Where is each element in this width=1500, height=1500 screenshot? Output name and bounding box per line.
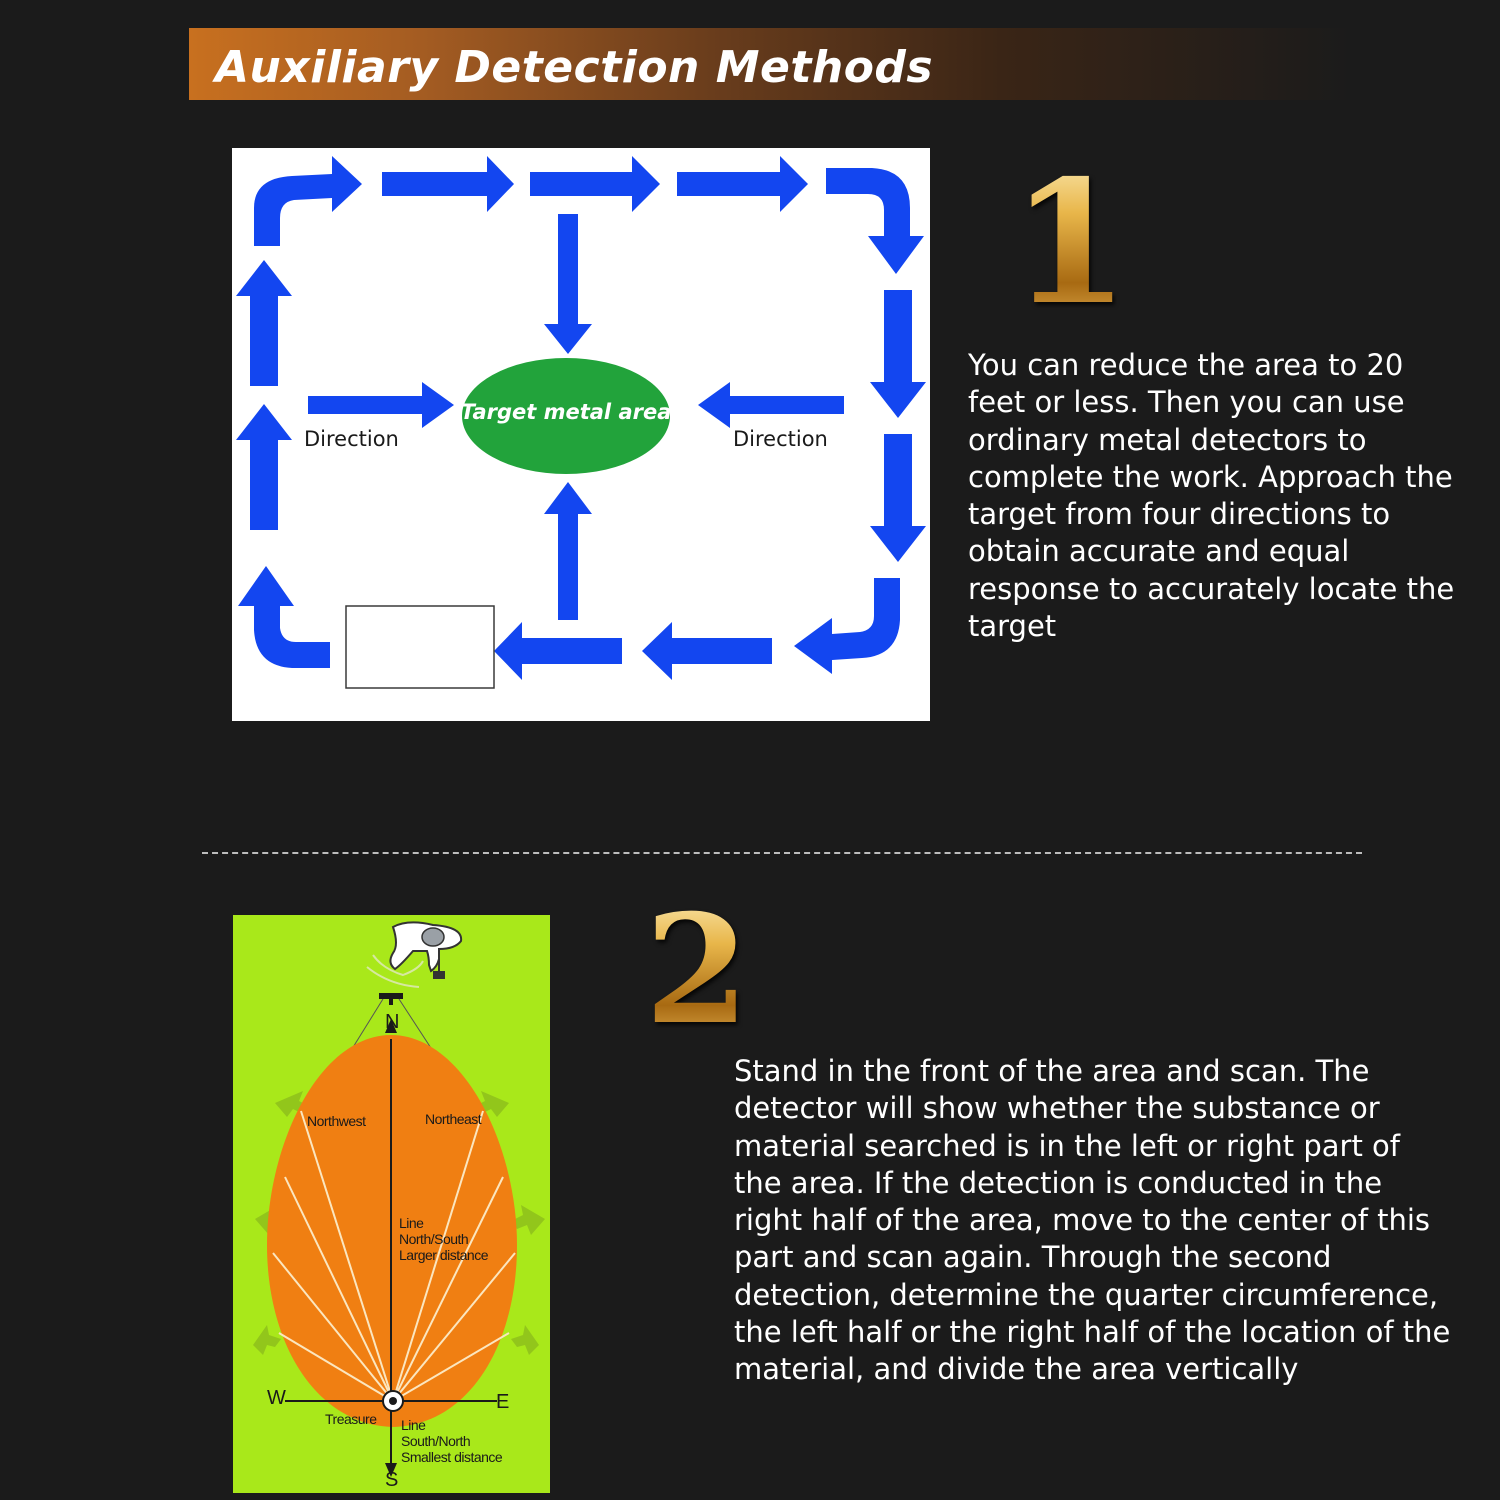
arrow-curve-top-left (254, 156, 362, 246)
faint-arrow-w2 (253, 1325, 281, 1355)
arrow-top-3 (677, 156, 808, 212)
arrow-curve-top-right (826, 168, 924, 274)
label-treasure: Treasure (325, 1411, 377, 1427)
target-area (462, 358, 670, 474)
number-two-badge: 2 (632, 882, 762, 1058)
label-northwest: Northwest (307, 1113, 366, 1129)
number-two-icon: 2 (644, 882, 750, 1058)
compass-south: S (385, 1469, 399, 1491)
arrow-left-up-1 (236, 260, 292, 386)
section-divider (202, 852, 1362, 854)
section2-description: Stand in the front of the area and scan.… (734, 1054, 1451, 1387)
direction-left-label: Direction (304, 427, 399, 451)
direction-diagram: Target metal area Direction Direction (232, 148, 930, 721)
section1-description: You can reduce the area to 20 feet or le… (968, 348, 1455, 644)
label-line-sn-1: Line (401, 1417, 426, 1433)
arrow-inner-down (544, 214, 592, 354)
number-one-icon: 1 (1010, 142, 1130, 343)
axis-arrow-down (385, 1463, 397, 1477)
label-line-sn-2: South/North (401, 1433, 471, 1449)
t-marker-stem (389, 993, 393, 1005)
compass-north: N (385, 1011, 400, 1033)
label-northeast: Northeast (425, 1111, 482, 1127)
start-box (345, 605, 495, 689)
direction-arrows (236, 156, 926, 689)
arrow-right-down-2 (870, 434, 926, 562)
arrow-inner-left (698, 382, 844, 428)
arrow-top-2 (530, 156, 660, 212)
label-line-sn-3: Smallest distance (401, 1449, 503, 1465)
compass-graphic (253, 921, 545, 1477)
faint-arrow-e1 (511, 1205, 545, 1235)
compass-east: E (496, 1391, 510, 1413)
arrow-bottom-1 (642, 622, 772, 680)
arrow-right-down-1 (870, 290, 926, 418)
axis-arrow-up (385, 1019, 397, 1033)
arrow-curve-bottom-right (794, 578, 900, 674)
arrow-left-up-2 (236, 404, 292, 530)
faint-arrow-e2 (511, 1325, 539, 1355)
label-line-ns-1: Line (399, 1215, 424, 1231)
arrow-inner-right (308, 382, 454, 428)
arrow-inner-up (544, 482, 592, 620)
header-banner: Auxiliary Detection Methods (189, 28, 1349, 100)
compass-diagram: N S W E Northwest Northeast Line North/S… (233, 915, 550, 1493)
page-title: Auxiliary Detection Methods (215, 42, 934, 93)
arrow-curve-bottom-left (238, 566, 330, 668)
direction-right-label: Direction (733, 427, 828, 451)
label-line-ns-3: Larger distance (399, 1247, 489, 1263)
compass-west: W (267, 1387, 286, 1409)
target-metal-area-label: Target metal area (460, 400, 672, 424)
detector-operator-icon (366, 921, 463, 988)
arrow-top-1 (382, 156, 514, 212)
number-one-badge: 1 (1000, 143, 1140, 343)
label-line-ns-2: North/South (399, 1231, 469, 1247)
arrow-bottom-2 (494, 622, 622, 680)
